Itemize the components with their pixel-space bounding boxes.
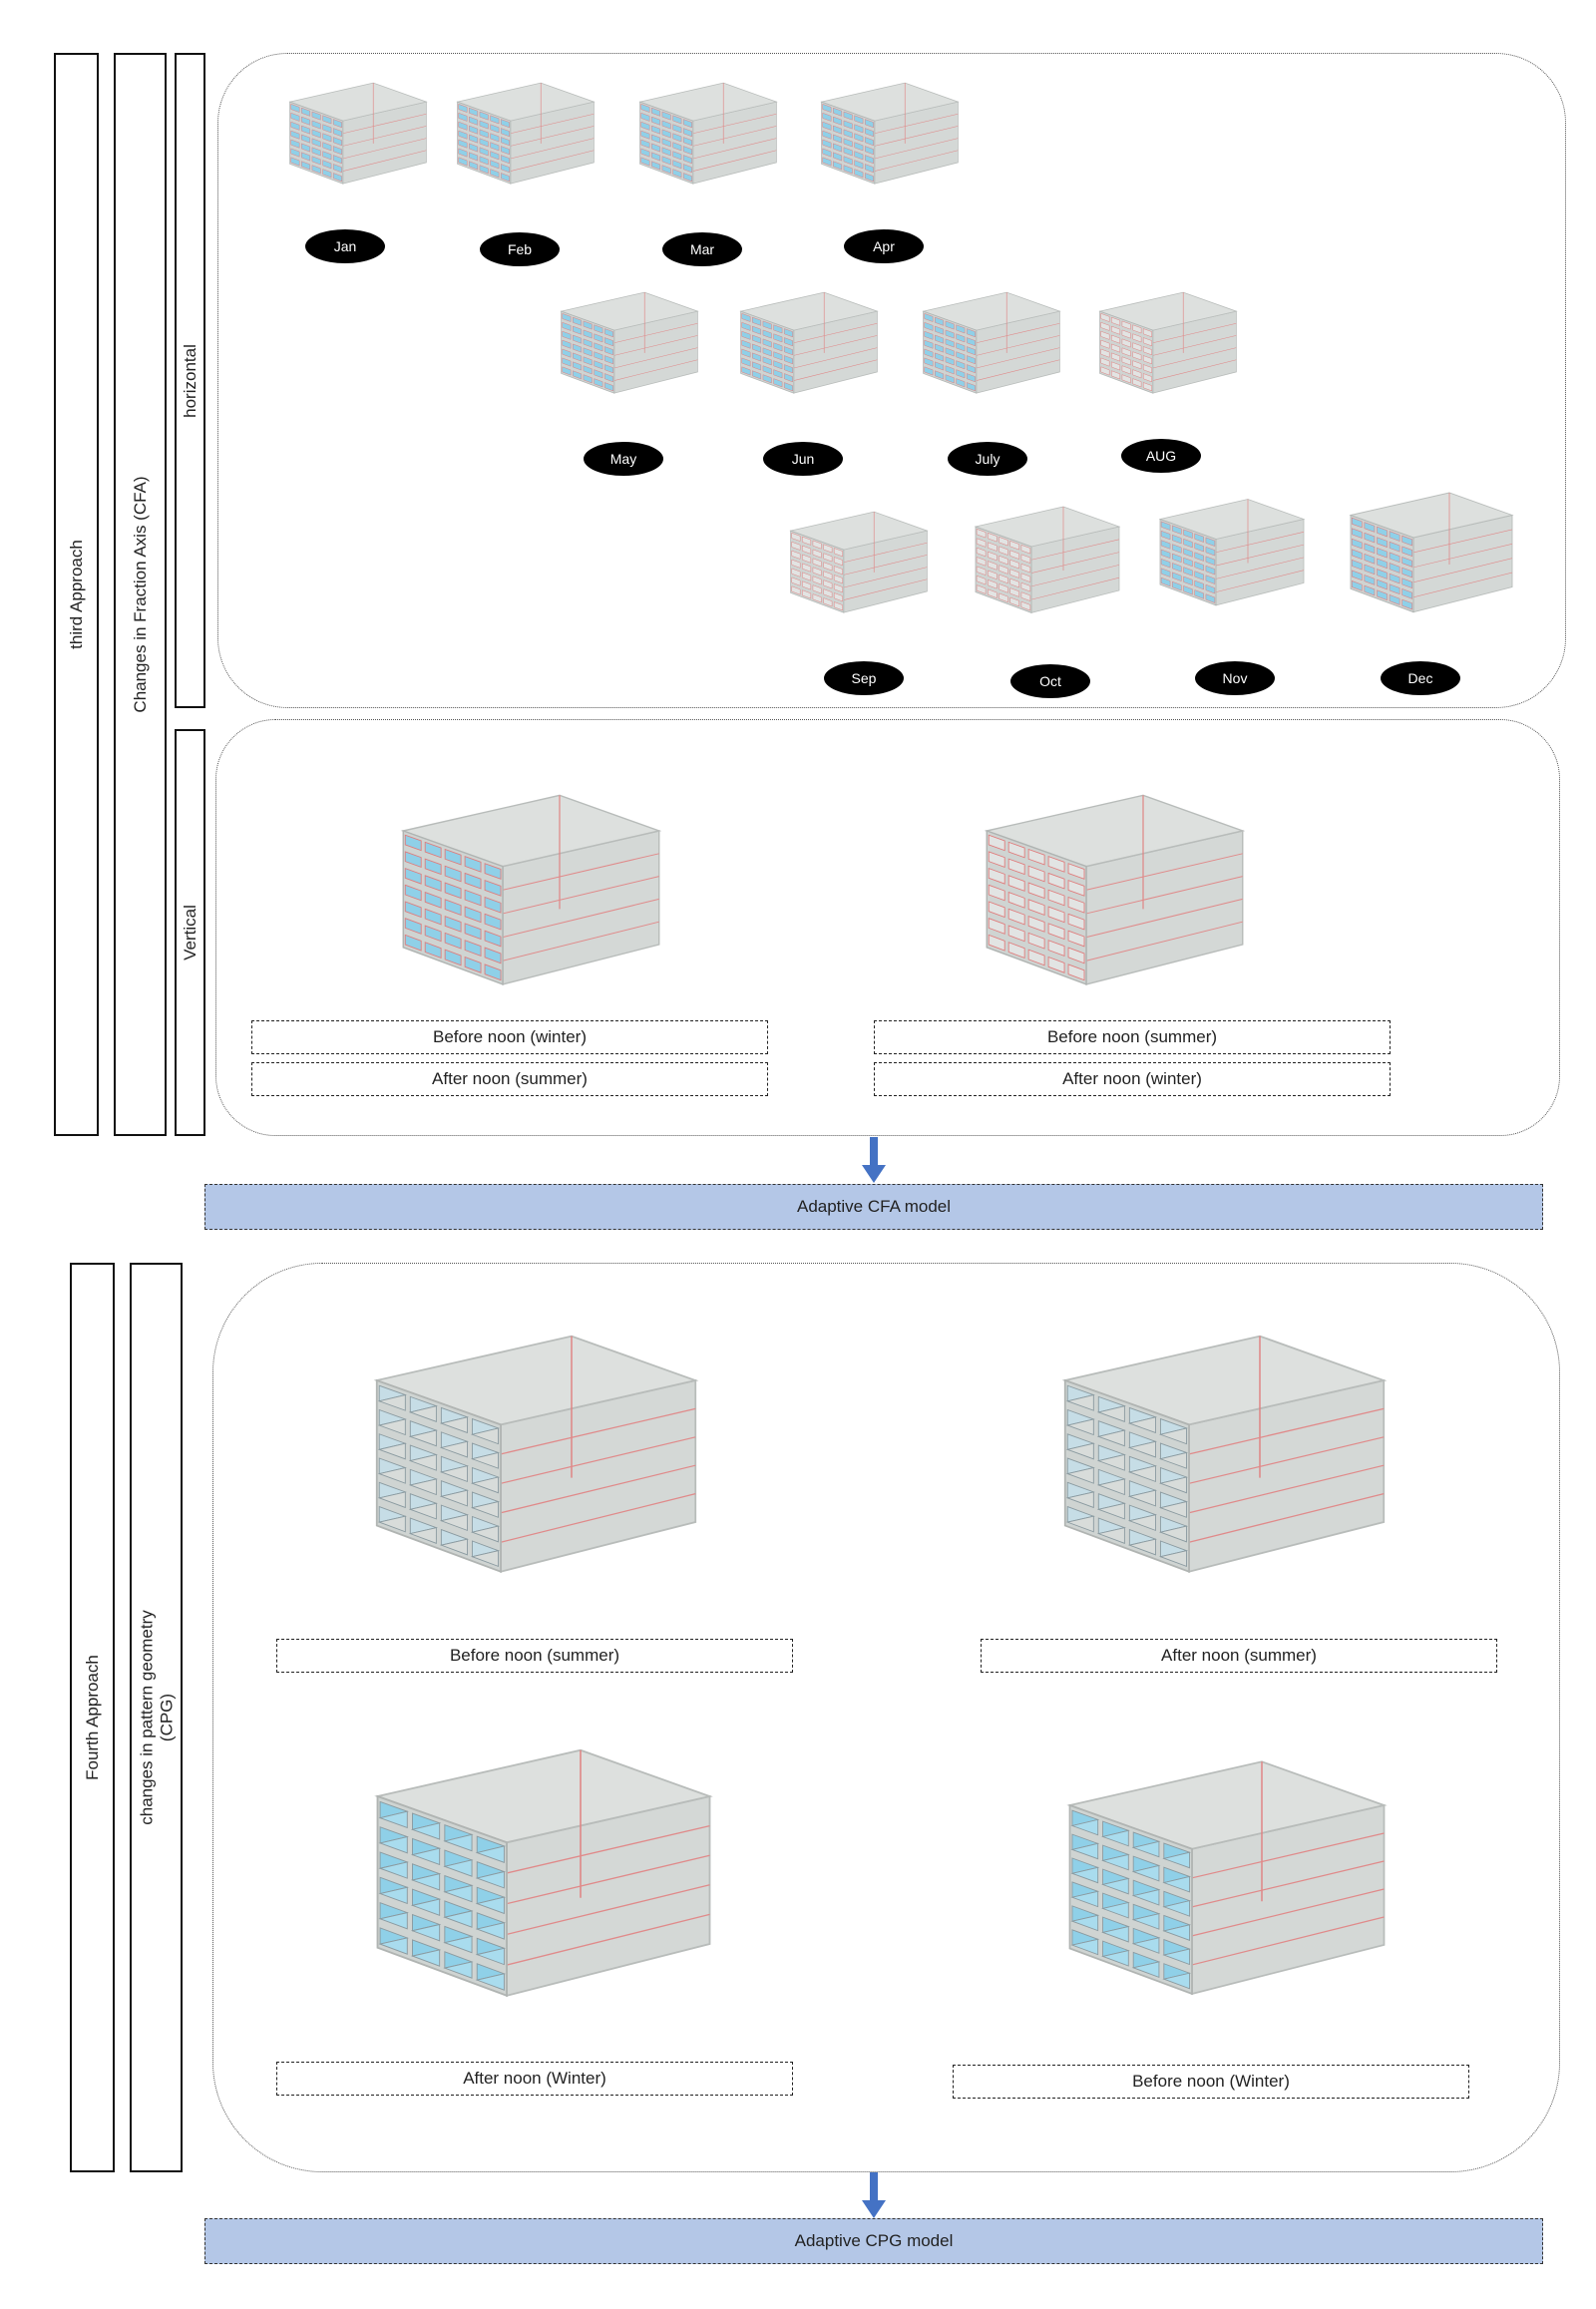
month-box-jun bbox=[739, 291, 879, 394]
month-box-dec bbox=[1349, 492, 1514, 613]
vertical-bar: Vertical bbox=[175, 729, 205, 1136]
cfa-bar: Changes in Fraction Axis (CFA) bbox=[114, 53, 167, 1136]
month-label-feb: Feb bbox=[480, 232, 560, 266]
month-label-july: July bbox=[948, 442, 1027, 476]
vertical-caption-2b: After noon (winter) bbox=[874, 1062, 1391, 1096]
month-box-oct bbox=[974, 506, 1121, 613]
month-label-oct: Oct bbox=[1010, 664, 1090, 698]
month-box-nov bbox=[1158, 499, 1306, 606]
arrow-down-icon-2 bbox=[862, 2172, 886, 2218]
month-label-jun: Jun bbox=[763, 442, 843, 476]
fourth-approach-bar: Fourth Approach bbox=[70, 1263, 115, 2172]
month-label-may: May bbox=[584, 442, 663, 476]
vertical-caption-2a: Before noon (summer) bbox=[874, 1020, 1391, 1054]
vertical-box-summer bbox=[984, 794, 1246, 985]
cpg-box-before-noon-summer bbox=[373, 1335, 699, 1573]
cpg-label: changes in pattern geometry (CPG) bbox=[137, 1610, 176, 1824]
vertical-panel bbox=[215, 719, 1560, 1136]
fourth-approach-label: Fourth Approach bbox=[82, 1655, 102, 1780]
month-box-apr bbox=[820, 82, 960, 185]
month-box-july bbox=[922, 291, 1061, 394]
month-label-dec: Dec bbox=[1381, 661, 1460, 695]
cpg-bar: changes in pattern geometry (CPG) bbox=[130, 1263, 183, 2172]
month-label-nov: Nov bbox=[1195, 661, 1275, 695]
third-approach-bar: third Approach bbox=[54, 53, 99, 1136]
horizontal-bar: horizontal bbox=[175, 53, 205, 708]
month-box-mar bbox=[638, 82, 778, 185]
adaptive-cfa-model: Adaptive CFA model bbox=[204, 1184, 1543, 1230]
cpg-box-before-noon-winter bbox=[1066, 1760, 1388, 1996]
vertical-label: Vertical bbox=[180, 905, 200, 961]
cfa-label: Changes in Fraction Axis (CFA) bbox=[130, 476, 150, 713]
cpg-label-line2: (CPG) bbox=[156, 1693, 176, 1742]
month-box-sep bbox=[789, 511, 929, 613]
vertical-caption-1a: Before noon (winter) bbox=[251, 1020, 768, 1054]
horizontal-panel bbox=[217, 53, 1566, 708]
month-box-may bbox=[560, 291, 699, 394]
cpg-box-after-noon-summer bbox=[1061, 1335, 1388, 1573]
vertical-box-winter bbox=[400, 794, 662, 985]
cpg-label-line1: changes in pattern geometry bbox=[136, 1610, 156, 1825]
month-label-aug: AUG bbox=[1121, 439, 1201, 473]
cpg-panel bbox=[212, 1263, 1560, 2172]
adaptive-cpg-model: Adaptive CPG model bbox=[204, 2218, 1543, 2264]
month-box-aug bbox=[1098, 291, 1238, 394]
third-approach-label: third Approach bbox=[66, 540, 86, 649]
month-label-apr: Apr bbox=[844, 229, 924, 263]
vertical-caption-1b: After noon (summer) bbox=[251, 1062, 768, 1096]
cpg-caption-4: Before noon (Winter) bbox=[953, 2065, 1469, 2099]
cpg-caption-2: After noon (summer) bbox=[981, 1639, 1497, 1673]
arrow-down-icon bbox=[862, 1137, 886, 1183]
horizontal-label: horizontal bbox=[180, 343, 200, 418]
cpg-caption-3: After noon (Winter) bbox=[276, 2062, 793, 2096]
month-label-sep: Sep bbox=[824, 661, 904, 695]
month-box-jan bbox=[288, 82, 428, 185]
month-label-jan: Jan bbox=[305, 229, 385, 263]
month-label-mar: Mar bbox=[662, 232, 742, 266]
cpg-caption-1: Before noon (summer) bbox=[276, 1639, 793, 1673]
cpg-box-after-noon-winter bbox=[374, 1748, 713, 1998]
month-box-feb bbox=[456, 82, 596, 185]
